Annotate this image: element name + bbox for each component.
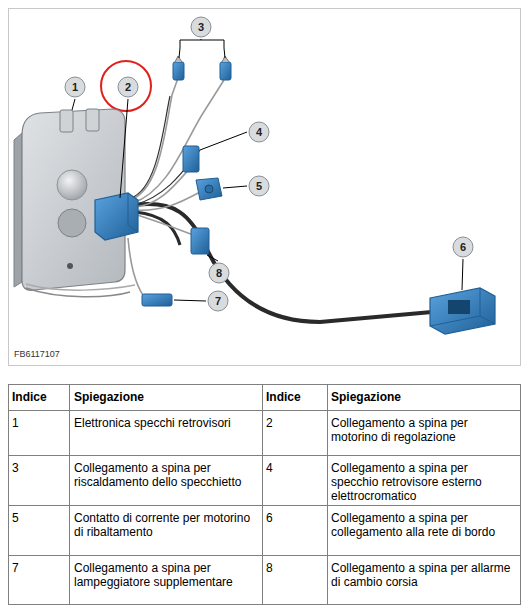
- wire: [131, 96, 170, 198]
- callout-number: 2: [125, 81, 131, 94]
- table-index: 8: [266, 561, 324, 575]
- callout-number: 1: [72, 81, 78, 94]
- housing-side: [14, 133, 22, 287]
- table-cell: Elettronica specchi retrovisori: [74, 416, 259, 430]
- callout-circle: 8: [208, 262, 230, 284]
- table-header: Indice: [12, 390, 66, 404]
- table-rows: [9, 411, 521, 556]
- leader-line: [200, 132, 247, 150]
- table-index: 3: [12, 461, 66, 475]
- leader-lines: [72, 39, 463, 301]
- callout-circle-shape: [118, 77, 138, 97]
- table-header: Spiegazione: [74, 390, 259, 404]
- table-index: 2: [266, 416, 324, 430]
- leader-line: [207, 255, 218, 261]
- callout-circle: 6: [452, 236, 474, 258]
- wire: [130, 78, 178, 200]
- table-cell: Collegamento a spina per motorino di reg…: [331, 416, 517, 444]
- callout-number: 7: [215, 295, 221, 308]
- table-index: 4: [266, 461, 324, 475]
- table-columns: [70, 385, 328, 605]
- wire: [26, 284, 135, 290]
- callout-circle-shape: [208, 291, 228, 311]
- leader-line: [120, 99, 128, 198]
- figure-code: FB6117107: [12, 349, 62, 360]
- leader-line: [179, 48, 225, 58]
- table-cell: Collegamento a spina per allarme di camb…: [331, 561, 517, 589]
- plug-pin: [175, 56, 182, 62]
- wire-bundle-dark: [131, 96, 200, 205]
- callout-circle: 3: [190, 16, 212, 38]
- callout-circle-shape: [453, 237, 473, 257]
- table-index: 1: [12, 416, 66, 430]
- callout-circle-shape: [209, 263, 229, 283]
- callout-circle-shape: [65, 77, 85, 97]
- main-cable: [135, 204, 432, 322]
- wire: [128, 238, 145, 298]
- electrochromic-plug: [183, 146, 199, 172]
- housing-tab: [86, 109, 99, 131]
- callout-circle: 1: [64, 76, 86, 98]
- table-index: 7: [12, 561, 66, 575]
- leader-bracket: [180, 39, 224, 48]
- table-grid: [9, 385, 521, 605]
- plug: [220, 62, 231, 80]
- heating-plugs: [173, 56, 231, 80]
- leader-line: [174, 300, 206, 301]
- table-header: Spiegazione: [331, 390, 517, 404]
- leader-line: [462, 259, 463, 290]
- table-cell: Collegamento a spina per specchio retrov…: [331, 461, 517, 503]
- housing-dome: [57, 170, 87, 200]
- callout-number: 4: [256, 126, 262, 139]
- onboard-network-plug: [430, 288, 495, 334]
- housing-hole: [67, 263, 73, 269]
- leader-line: [72, 99, 75, 110]
- lane-change-plug: [191, 228, 209, 254]
- housing-boss: [58, 209, 86, 237]
- housing-tab: [60, 110, 73, 132]
- wire: [26, 288, 130, 297]
- plug-edge: [430, 288, 495, 326]
- table-index: 6: [266, 511, 324, 525]
- table-cell: Contatto di corrente per motorino di rib…: [74, 511, 259, 539]
- image-frame: [9, 9, 521, 366]
- highlight-ring: [101, 61, 151, 111]
- callout-circle: 4: [248, 121, 270, 143]
- table-header: Indice: [266, 390, 324, 404]
- wire: [134, 214, 196, 236]
- indicator-plug: [142, 294, 172, 306]
- callout-number: 8: [216, 267, 222, 280]
- callout-circle-shape: [249, 176, 269, 196]
- table-cell: Collegamento a spina per lampeggiatore s…: [74, 561, 259, 589]
- folding-motor-contact: [196, 178, 222, 200]
- contact-hole: [205, 185, 213, 193]
- plug: [173, 62, 184, 80]
- callout-circle: 7: [207, 290, 229, 312]
- callout-number: 6: [460, 241, 466, 254]
- table-border: [9, 385, 521, 605]
- adjustment-motor-plug: [95, 193, 138, 240]
- plug-pin: [222, 56, 229, 62]
- table-cell: Collegamento a spina per collegamento al…: [331, 511, 517, 539]
- callout-number: 5: [256, 180, 262, 193]
- callout-circle-shape: [191, 17, 211, 37]
- leader-line: [223, 186, 247, 188]
- plug-socket: [448, 300, 470, 314]
- table-index: 5: [12, 511, 66, 525]
- callout-circle: 5: [248, 175, 270, 197]
- plug-edge: [128, 193, 138, 232]
- table-cell: Collegamento a spina per riscaldamento d…: [74, 461, 259, 489]
- callout-number: 3: [198, 21, 204, 34]
- callout-circle-shape: [249, 122, 269, 142]
- wire-bundle: [128, 78, 224, 298]
- callout-circle: 2: [117, 76, 139, 98]
